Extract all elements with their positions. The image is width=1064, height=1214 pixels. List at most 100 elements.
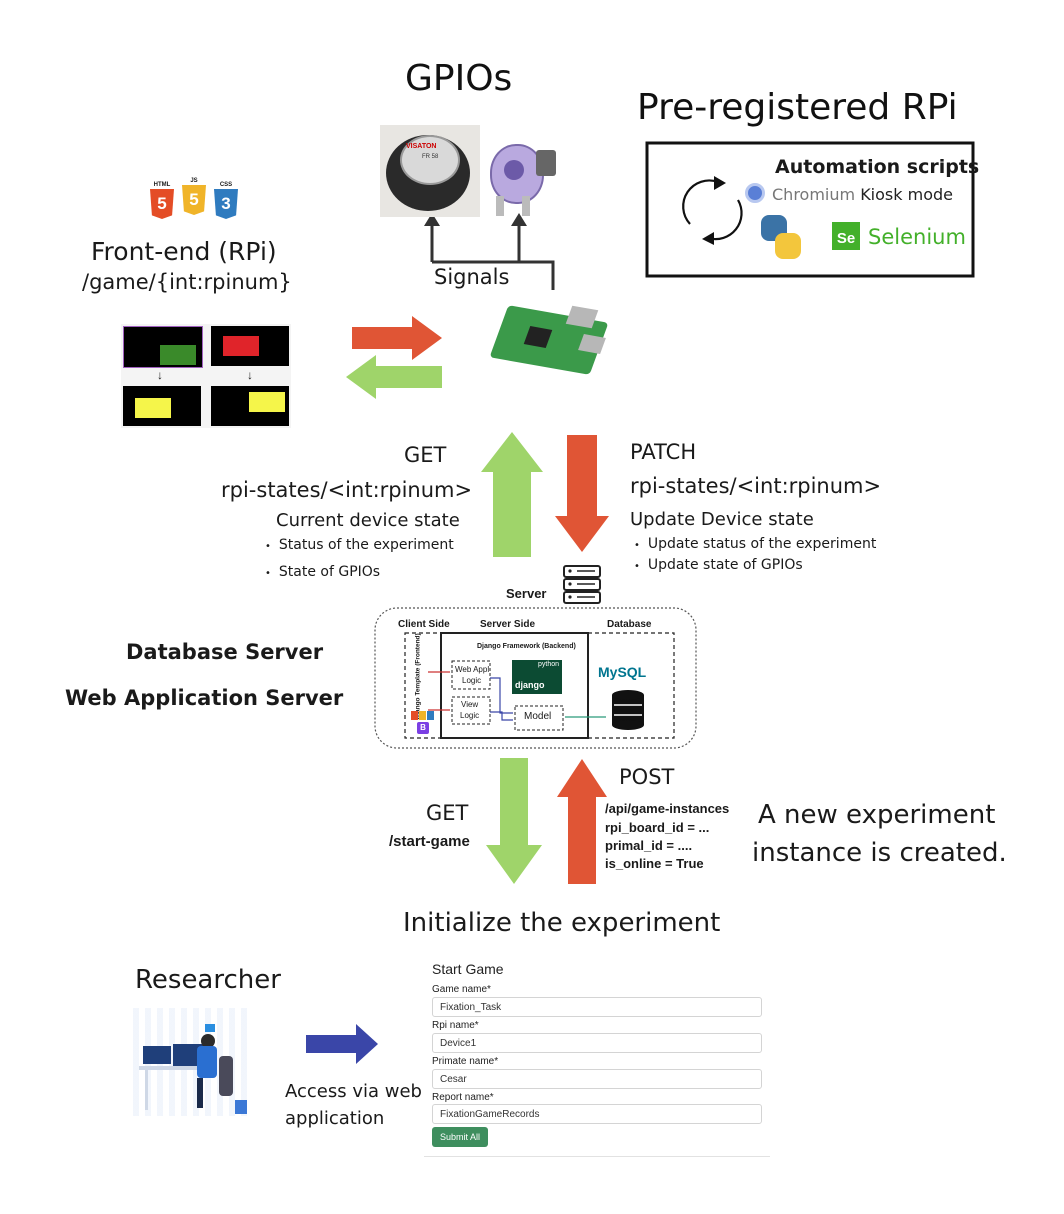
transition-arrow-right-icon: ↓	[247, 368, 253, 382]
screen-yellow-left	[123, 386, 201, 426]
post-line-1: /api/game-instances	[605, 801, 730, 816]
new-instance-line-1: A new experiment	[758, 800, 996, 830]
patch-state-bullet-2: •Update state of GPIOs	[634, 557, 803, 573]
bootstrap-letter: B	[420, 723, 426, 732]
model-box	[514, 705, 564, 731]
speaker-brand: VISATON	[406, 143, 437, 150]
rpi-title: Pre-registered RPi	[637, 87, 958, 128]
chromium-label: Chromium Kiosk mode	[772, 185, 953, 204]
get-state-bullet-2: •State of GPIOs	[265, 564, 381, 580]
database-label: Database	[607, 619, 652, 630]
server-connectors	[428, 671, 606, 721]
web-appl-label: Web Appl	[455, 665, 490, 674]
post-line-2: rpi_board_id = ...	[605, 820, 710, 835]
form-title: Start Game	[432, 961, 504, 977]
green-arrow-start-game	[486, 758, 542, 884]
transition-arrow-left-icon: ↓	[157, 368, 163, 382]
get-state-route: rpi-states/<int:rpinum>	[221, 478, 473, 502]
python-logo-icon	[757, 213, 805, 263]
css-digit: 3	[221, 194, 231, 213]
get-start-route: /start-game	[389, 833, 470, 850]
chromium-text: Chromium	[772, 185, 856, 204]
submit-all-button[interactable]: Submit All	[432, 1127, 488, 1147]
game-name-input[interactable]: Fixation_Task	[432, 997, 762, 1017]
selenium-badge-text: Se	[836, 230, 856, 247]
gpios-title: GPIOs	[405, 58, 513, 99]
patch-state-bullet-2-text: Update state of GPIOs	[647, 557, 803, 573]
post-method: POST	[619, 765, 675, 789]
python-label: python	[538, 661, 560, 668]
green-arrow-get-state	[481, 432, 543, 557]
server-stack-icon	[563, 565, 601, 604]
patch-state-subtitle: Update Device state	[630, 509, 814, 530]
speaker-model: FR 58	[422, 154, 439, 160]
get-start-method: GET	[426, 801, 469, 825]
red-arrow-patch-state	[555, 435, 609, 552]
web-logic-label: Logic	[462, 676, 482, 685]
framework-label: Django Framework (Backend)	[477, 643, 576, 650]
rpi-name-label: Rpi name*	[432, 1020, 479, 1031]
bootstrap-icon: B	[417, 722, 429, 734]
client-side-box	[404, 632, 442, 739]
selenium-badge: Se	[832, 222, 860, 250]
game-name-label: Game name*	[432, 984, 491, 995]
mysql-logo: MySQL	[598, 664, 647, 680]
speaker-image: VISATON FR 58	[380, 125, 480, 217]
css-label: CSS	[219, 182, 233, 188]
post-line-4: is_online = True	[605, 856, 704, 871]
cycle-arrowhead-top	[714, 176, 726, 190]
red-arrow-to-rpi	[352, 316, 442, 360]
access-line-2: application	[285, 1108, 385, 1129]
start-game-form: Start Game Game name* Fixation_Task Rpi …	[424, 956, 770, 1157]
js-digit: 5	[189, 190, 199, 209]
blue-arrow-access	[306, 1024, 378, 1064]
html-label: HTML	[153, 182, 171, 188]
web-tech-logos: HTML 5 JS 5 CSS 3	[148, 178, 240, 224]
server-title: Server	[506, 586, 547, 601]
database-cylinder-icon	[612, 690, 644, 730]
kiosk-mode-text: Kiosk mode	[860, 185, 953, 204]
get-state-subtitle: Current device state	[276, 510, 460, 531]
report-name-input[interactable]: FixationGameRecords	[432, 1104, 762, 1124]
new-instance-line-2: instance is created.	[752, 838, 1007, 868]
automation-scripts-title: Automation scripts	[775, 156, 980, 178]
red-arrow-post-game	[557, 759, 607, 884]
html-digit: 5	[157, 194, 167, 213]
refresh-cycle-icon	[682, 179, 743, 241]
patch-state-route: rpi-states/<int:rpinum>	[630, 474, 882, 498]
css3-icon: 3	[214, 189, 238, 219]
client-side-label: Client Side	[398, 619, 450, 630]
rpi-name-input[interactable]: Device1	[432, 1033, 762, 1053]
screen-red-target	[211, 326, 289, 366]
django-label: django	[515, 680, 545, 690]
green-arrow-to-frontend	[346, 355, 442, 399]
peristaltic-pump-image	[482, 132, 557, 218]
automation-box	[645, 141, 975, 278]
view-label: View	[461, 700, 479, 709]
signals-label: Signals	[434, 265, 510, 289]
js-label: JS	[190, 178, 198, 184]
cycle-arrowhead-bottom	[702, 232, 714, 245]
server-side-label: Server Side	[480, 619, 536, 630]
signal-arrowhead-left	[424, 213, 440, 226]
database-server-label: Database Server	[126, 640, 324, 664]
database-box	[587, 632, 675, 739]
patch-state-bullet-1-text: Update status of the experiment	[647, 536, 877, 552]
screen-yellow-right	[211, 386, 289, 426]
web-app-server-label: Web Application Server	[65, 686, 344, 710]
python-django-logo	[512, 660, 562, 694]
selenium-label: Selenium	[868, 225, 966, 249]
html5-icon: 5	[150, 189, 174, 219]
get-state-bullet-1: •Status of the experiment	[265, 537, 454, 553]
researcher-illustration	[133, 1004, 253, 1116]
frontend-title: Front-end (RPi)	[91, 237, 277, 266]
model-label: Model	[524, 711, 552, 722]
web-appl-box	[451, 660, 491, 690]
frontend-route: /game/{int:rpinum}	[82, 270, 292, 294]
view-logic-box	[451, 696, 491, 725]
patch-state-bullet-1: •Update status of the experiment	[634, 536, 877, 552]
primate-name-input[interactable]: Cesar	[432, 1069, 762, 1089]
raspberry-pi-board	[489, 296, 613, 380]
game-screens: ↓ ↓	[121, 324, 291, 428]
